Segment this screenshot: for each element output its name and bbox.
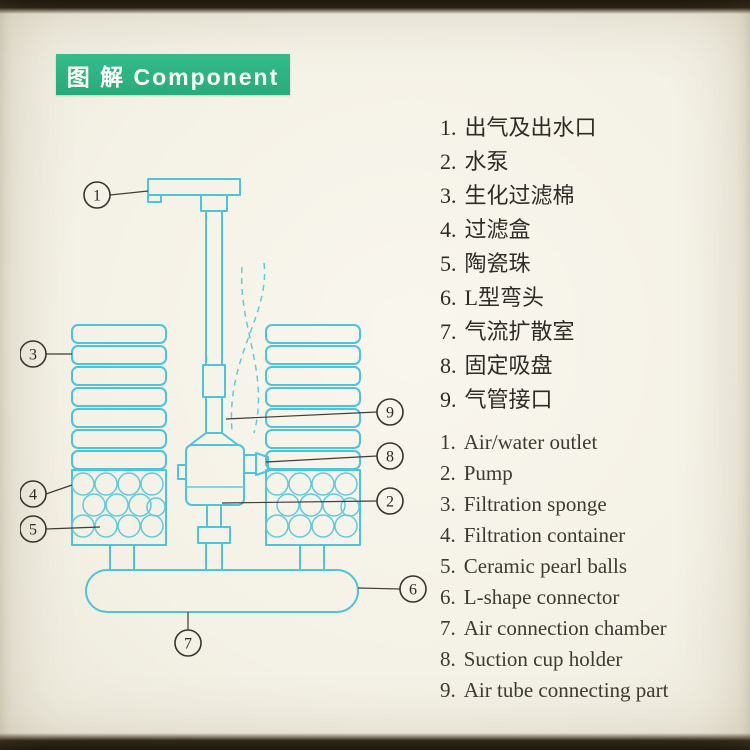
callout-1: 1 (83, 181, 111, 209)
media-container-left (71, 469, 167, 546)
leader-line-5 (45, 526, 101, 530)
base-plate (85, 544, 359, 613)
filter-diagram: 1 3 4 5 9 8 2 6 7 (20, 178, 427, 657)
svg-text:2: 2 (386, 494, 394, 511)
leader-line-9 (225, 411, 378, 420)
legend-item: 8.固定吸盘 (440, 353, 553, 378)
legend-item: 2.Pump (440, 461, 513, 485)
svg-text:1: 1 (93, 188, 101, 205)
photo-top-edge (0, 0, 750, 14)
leader-line-8 (265, 455, 378, 463)
leader-line-4 (45, 484, 73, 495)
legend-item: 3.生化过滤棉 (440, 183, 575, 208)
callout-5: 5 (20, 515, 47, 543)
svg-text:3: 3 (29, 347, 37, 364)
air-flow-dashes (230, 262, 266, 434)
sponge-right (265, 324, 361, 470)
ceramic-balls-right (265, 472, 360, 538)
photo-bottom-edge (0, 733, 750, 750)
svg-text:5: 5 (29, 522, 37, 539)
legend-item: 7.气流扩散室 (440, 319, 575, 344)
legend-item: 2.水泵 (440, 149, 509, 174)
leader-line-1 (109, 190, 149, 196)
legend-item: 5.Ceramic pearl balls (440, 554, 628, 578)
legend-item: 3.Filtration sponge (440, 492, 607, 516)
legend-english: 1.Air/water outlet 2.Pump 3.Filtration s… (440, 427, 668, 706)
ceramic-balls-left (71, 472, 166, 538)
legend-item: 4.Filtration container (440, 523, 626, 547)
riser-tube (200, 194, 228, 434)
callout-4: 4 (20, 480, 47, 508)
svg-text:8: 8 (386, 449, 394, 466)
component-title-badge: 图 解 Component (56, 54, 290, 95)
svg-text:6: 6 (409, 582, 417, 599)
legend-item: 6.L型弯头 (440, 285, 544, 310)
leader-line-6 (357, 587, 401, 590)
legend-item: 6.L-shape connector (440, 585, 620, 609)
legend-item: 9.气管接口 (440, 387, 553, 412)
callout-2: 2 (376, 487, 404, 515)
pump-outlet (243, 452, 269, 476)
badge-label: 图 解 Component (66, 63, 280, 90)
tube-joint (202, 364, 226, 398)
pump-side-knob (177, 464, 187, 480)
leader-line-2 (221, 500, 378, 504)
callout-3: 3 (20, 340, 47, 368)
legend-item: 9.Air tube connecting part (440, 678, 669, 702)
legend-item: 4.过滤盒 (440, 217, 531, 242)
svg-text:9: 9 (386, 405, 394, 422)
outlet-nozzle (147, 178, 241, 203)
callout-8: 8 (376, 442, 404, 470)
legend-item: 7.Air connection chamber (440, 616, 667, 640)
legend-chinese: 1.出气及出水口 2.水泵 3.生化过滤棉 4.过滤盒 5.陶瓷珠 6.L型弯头… (440, 111, 597, 417)
svg-text:7: 7 (184, 636, 192, 653)
legend-item: 5.陶瓷珠 (440, 251, 531, 276)
legend-item: 1.Air/water outlet (440, 430, 598, 454)
media-container-right (265, 469, 361, 546)
legend-item: 8.Suction cup holder (440, 647, 623, 671)
callout-9: 9 (376, 398, 404, 426)
sponge-left (71, 324, 167, 470)
callout-7: 7 (174, 629, 202, 657)
pump-body (177, 432, 269, 571)
callout-6: 6 (399, 575, 427, 603)
legend-item: 1.出气及出水口 (440, 115, 597, 140)
svg-text:4: 4 (29, 487, 37, 504)
